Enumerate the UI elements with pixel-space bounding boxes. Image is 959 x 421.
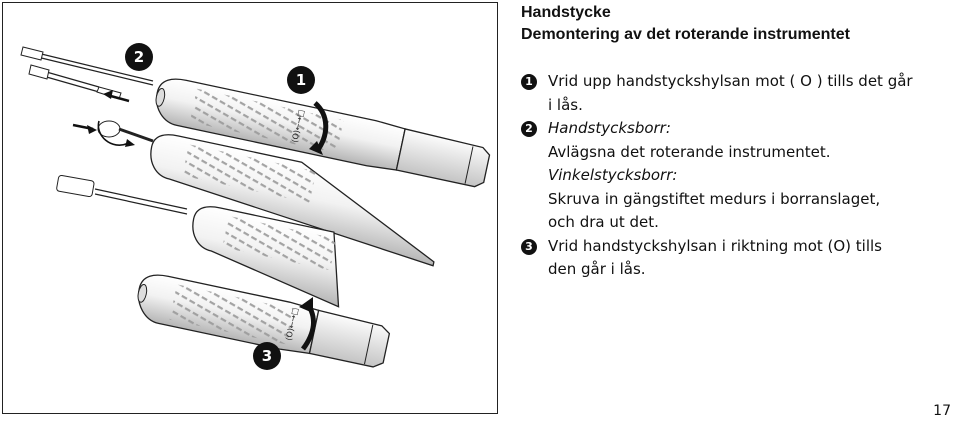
step-1-line-1: Vrid upp handstyckshylsan mot ( O ) till… xyxy=(548,72,913,90)
steps-list: 1 Vrid upp handstyckshylsan mot ( O ) ti… xyxy=(521,70,951,282)
angle-line-2: och dra ut det. xyxy=(548,213,659,231)
page-number: 17 xyxy=(933,403,951,419)
rotary-instrument-bur xyxy=(20,46,154,100)
instructions-column: Handstycke Demontering av det roterande … xyxy=(521,2,951,282)
svg-text:2: 2 xyxy=(134,48,144,66)
step-3-line-2: den går i lås. xyxy=(548,260,646,278)
handpiece-illustration: 2 1 3 (O)←→□ (O)←→□ xyxy=(20,43,491,370)
handpiece-lower xyxy=(192,206,340,308)
step-1: 1 Vrid upp handstyckshylsan mot ( O ) ti… xyxy=(521,70,951,117)
handpiece-bottom xyxy=(137,274,391,368)
callout-2: 2 xyxy=(125,43,153,71)
step-2: 2 Handstycksborr: Avlägsna det roterande… xyxy=(521,117,951,235)
callout-3: 3 xyxy=(253,342,281,370)
section-title: Handstycke xyxy=(521,4,611,21)
angle-label: Vinkelstycksborr: xyxy=(548,166,678,184)
handpiece-top xyxy=(155,78,491,188)
step-number-badge: 1 xyxy=(521,74,537,90)
step-3: 3 Vrid handstyckshylsan i riktning mot (… xyxy=(521,235,951,282)
svg-text:1: 1 xyxy=(296,71,306,89)
section-subtitle: Demontering av det roterande instrumente… xyxy=(521,26,850,43)
step-number-badge: 3 xyxy=(521,238,537,255)
step-number-badge: 2 xyxy=(521,121,537,137)
handpiece-text: Avlägsna det roterande instrumentet. xyxy=(548,142,831,161)
rotation-arrow-1 xyxy=(313,101,329,153)
angle-line-1: Skruva in gängstiftet medurs i borransla… xyxy=(548,189,881,208)
gear-pin-tool xyxy=(97,120,154,147)
handpiece-middle xyxy=(150,134,435,267)
step-3-line-1: Vrid handstyckshylsan i riktning mot (O)… xyxy=(548,236,882,255)
illustration-frame: 2 1 3 (O)←→□ (O)←→□ xyxy=(2,2,498,414)
straight-bur xyxy=(56,174,188,215)
handpiece-label: Handstycksborr: xyxy=(548,119,671,137)
svg-text:3: 3 xyxy=(262,347,272,365)
callout-1: 1 xyxy=(287,66,315,94)
step-1-line-2: i lås. xyxy=(548,95,583,114)
